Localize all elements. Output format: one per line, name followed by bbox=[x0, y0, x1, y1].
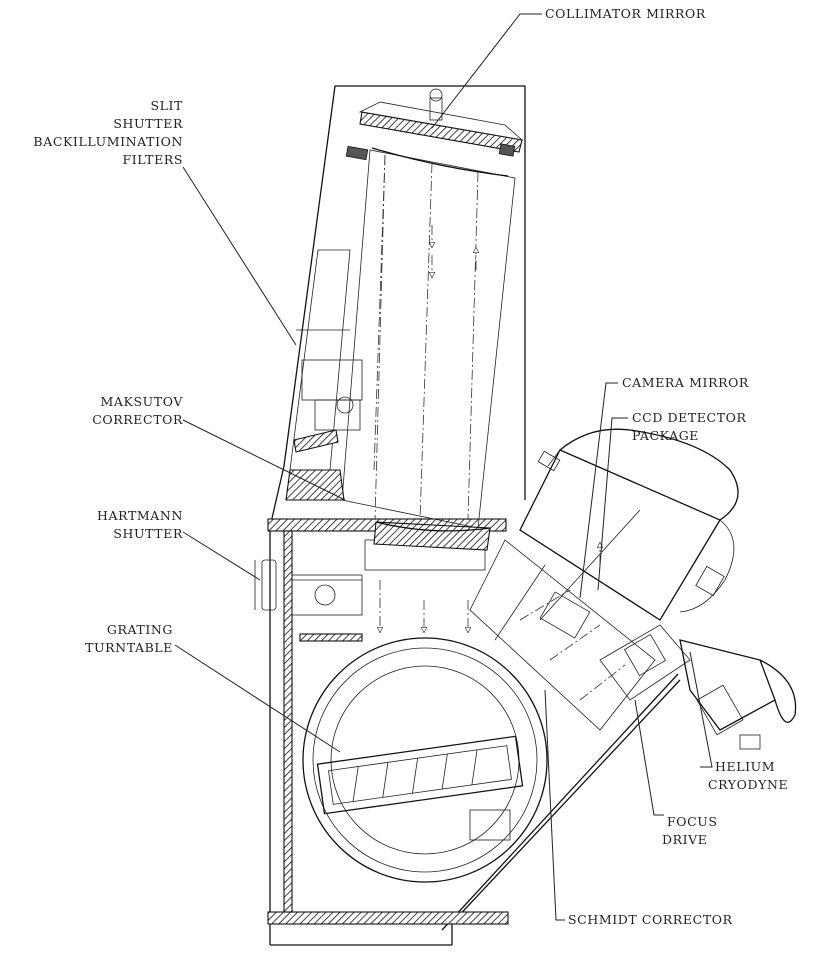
label-ccd-detector: CCD DETECTOR bbox=[632, 410, 747, 425]
collimator-tube bbox=[341, 88, 524, 529]
slit-shutter-assembly bbox=[285, 249, 363, 501]
label-camera-mirror: CAMERA MIRROR bbox=[622, 375, 749, 390]
label-grating: GRATING bbox=[107, 622, 173, 637]
base-plate bbox=[267, 911, 509, 925]
grating-light-rays bbox=[380, 580, 468, 630]
label-hartmann-shutter: SHUTTER bbox=[113, 526, 183, 541]
label-filters: FILTERS bbox=[122, 152, 183, 167]
grating-shelf bbox=[299, 633, 363, 642]
camera-dewar bbox=[519, 428, 739, 639]
component-labels: COLLIMATOR MIRROR SLIT SHUTTER BACKILLUM… bbox=[33, 6, 788, 927]
label-shutter: SHUTTER bbox=[113, 116, 183, 131]
label-schmidt-corrector: SCHMIDT CORRECTOR bbox=[568, 912, 733, 927]
camera-tube bbox=[469, 539, 656, 731]
instrument-housing bbox=[254, 85, 681, 946]
label-helium: HELIUM bbox=[715, 759, 775, 774]
label-maksutov-corrector: CORRECTOR bbox=[92, 412, 183, 427]
collimator-mirror-surface bbox=[371, 147, 509, 177]
label-turntable: TURNTABLE bbox=[85, 640, 173, 655]
left-wall bbox=[283, 530, 293, 913]
label-collimator-mirror: COLLIMATOR MIRROR bbox=[545, 6, 706, 21]
leader-lines bbox=[174, 13, 713, 921]
collimator-top-plate bbox=[359, 111, 523, 153]
label-ccd-package: PACKAGE bbox=[632, 428, 699, 443]
maksutov-corrector bbox=[373, 521, 491, 551]
grating-element bbox=[316, 735, 524, 815]
label-backillumination: BACKILLUMINATION bbox=[33, 134, 183, 149]
label-drive: DRIVE bbox=[662, 832, 708, 847]
label-maksutov: MAKSUTOV bbox=[101, 394, 184, 409]
collimator-light-rays bbox=[373, 154, 478, 521]
grating-turntable bbox=[302, 637, 548, 883]
label-hartmann: HARTMANN bbox=[97, 508, 183, 523]
label-cryodyne: CRYODYNE bbox=[708, 777, 788, 792]
label-focus: FOCUS bbox=[667, 814, 718, 829]
focus-drive-and-cryodyne bbox=[599, 624, 797, 750]
label-slit: SLIT bbox=[150, 98, 183, 113]
